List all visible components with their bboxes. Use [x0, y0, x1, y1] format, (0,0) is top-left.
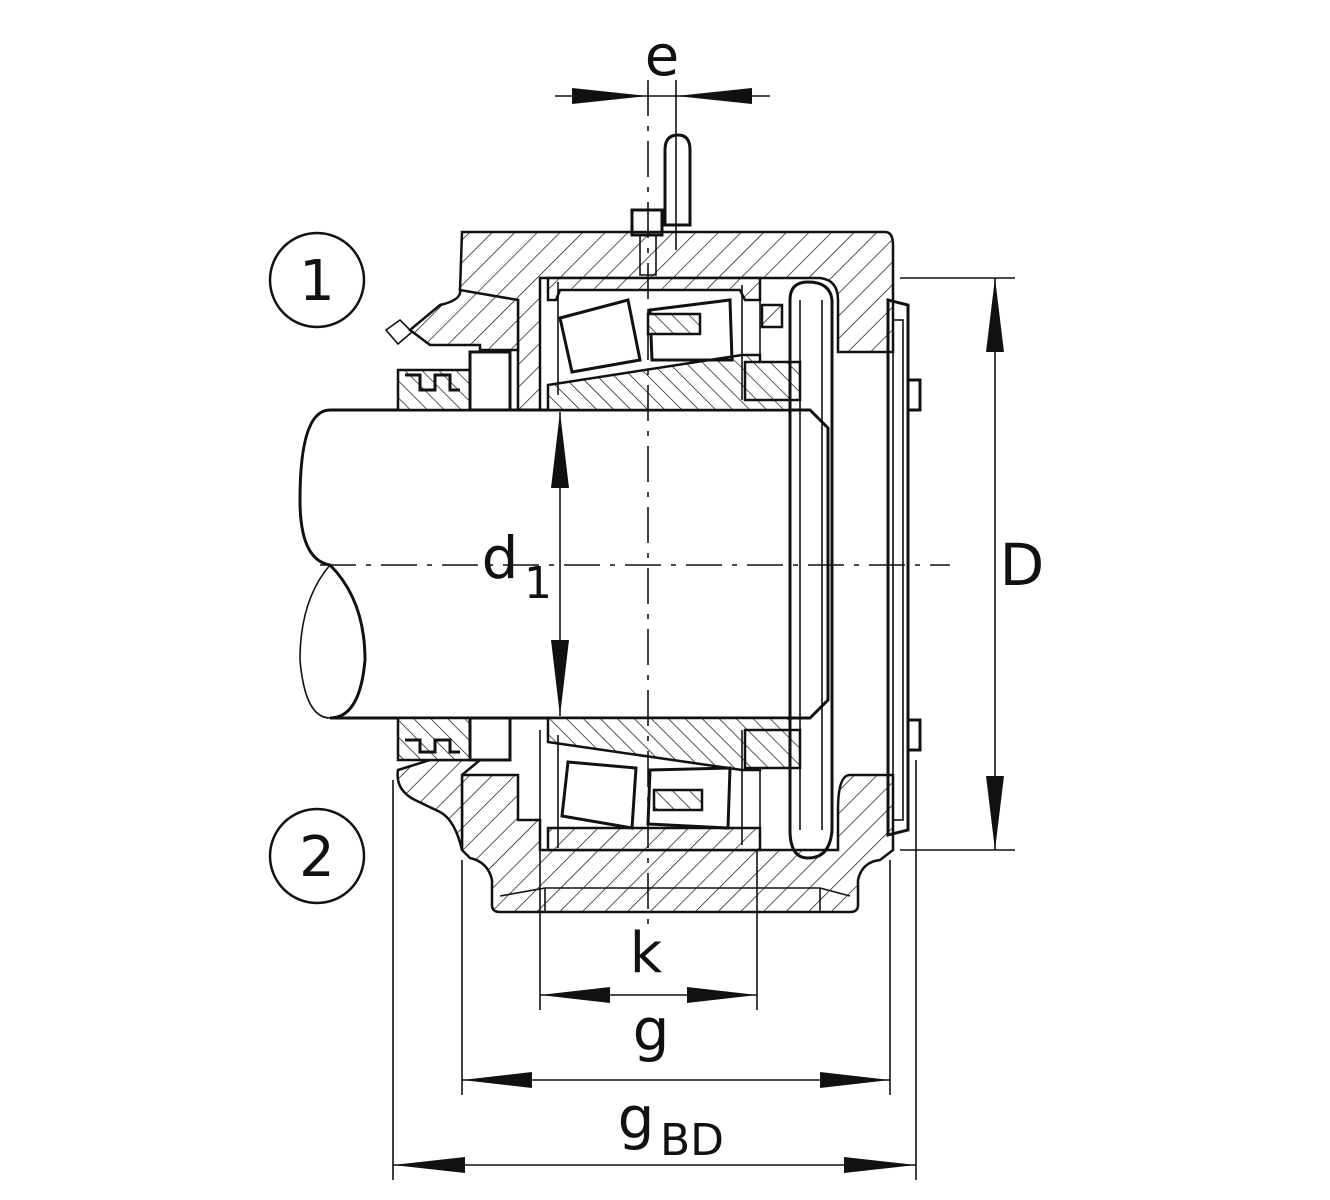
dimension-g — [462, 1072, 890, 1088]
dimension-d1 — [551, 412, 569, 716]
seal-upper — [384, 318, 512, 412]
callout-1: 1 — [268, 231, 366, 329]
housing-upper — [407, 230, 895, 412]
label-k: k — [630, 921, 663, 986]
housing-lower — [396, 758, 895, 914]
callout-1-label: 1 — [299, 249, 335, 314]
label-d1-main: d — [482, 524, 519, 592]
label-gbd-subscript: BD — [660, 1115, 724, 1166]
end-cover — [788, 280, 922, 860]
callout-2-label: 2 — [299, 825, 335, 890]
label-d1-subscript: 1 — [524, 558, 552, 609]
extension-lines — [392, 277, 1015, 1180]
bearing-lower — [539, 716, 802, 852]
label-gbd-main: g — [618, 1084, 655, 1152]
seal-lower — [396, 716, 512, 762]
dimension-k — [540, 987, 757, 1003]
label-g: g — [633, 996, 670, 1064]
label-e: e — [645, 24, 679, 89]
label-D: D — [1000, 531, 1045, 599]
dimension-D — [986, 278, 1004, 850]
callout-2: 2 — [268, 807, 366, 905]
bearing-upper — [539, 276, 802, 412]
dimension-gbd — [393, 1157, 916, 1173]
dimension-e — [555, 88, 770, 104]
